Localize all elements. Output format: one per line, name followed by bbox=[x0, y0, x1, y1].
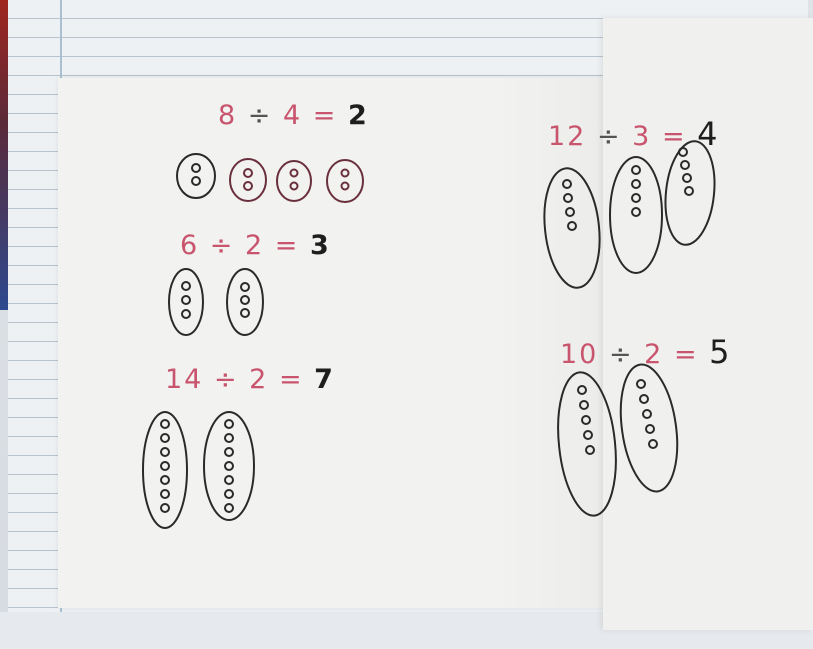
group-oval bbox=[327, 160, 363, 202]
group-oval bbox=[204, 412, 254, 520]
group-oval bbox=[610, 157, 662, 273]
group-oval bbox=[277, 161, 311, 201]
group-oval bbox=[613, 361, 684, 495]
group-oval bbox=[552, 369, 623, 518]
group-oval bbox=[227, 269, 263, 335]
group-oval bbox=[230, 159, 266, 201]
group-oval bbox=[661, 139, 720, 247]
group-oval bbox=[539, 166, 605, 291]
group-oval bbox=[177, 154, 215, 198]
group-oval bbox=[143, 412, 187, 528]
group-oval bbox=[169, 269, 203, 335]
